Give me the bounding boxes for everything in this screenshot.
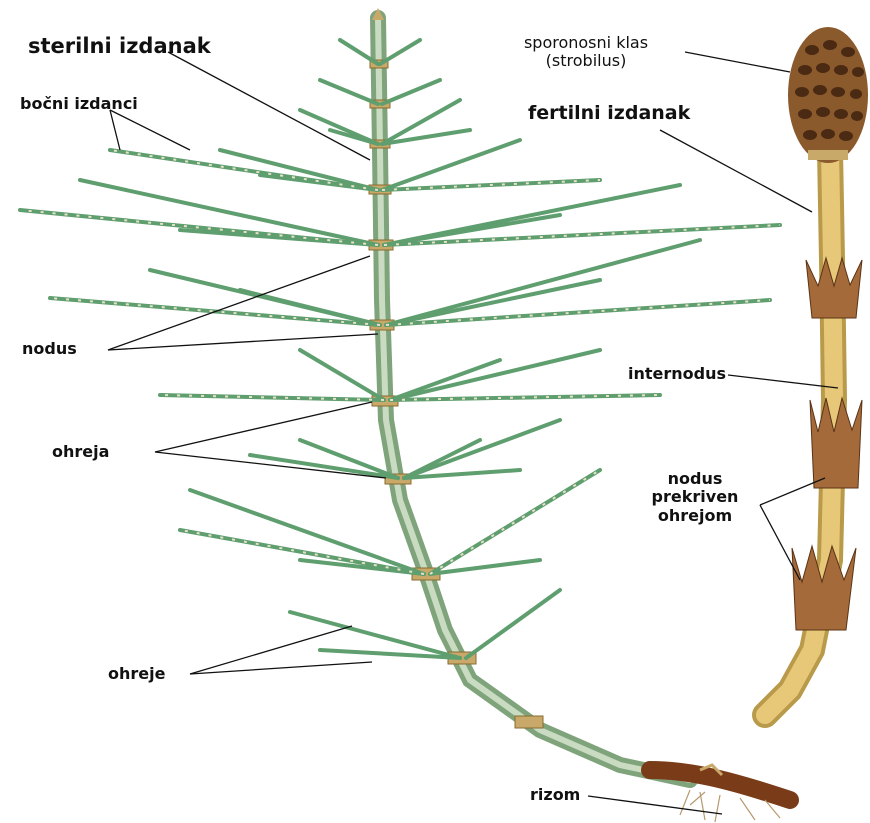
label-ohreja: ohreja: [52, 443, 109, 461]
label-ohreje: ohreje: [108, 665, 165, 683]
label-sterilni-izdanak: sterilni izdanak: [28, 34, 211, 58]
label-sporonosni-klas-line1: sporonosni klas: [486, 34, 686, 52]
label-nodus-prekriven-line1: nodus: [625, 470, 765, 488]
strobilus: [788, 27, 868, 163]
label-strobilus: (strobilus): [486, 52, 686, 70]
fertile-sheaths: [792, 258, 862, 630]
label-nodus-prekriven-line2: prekriven: [625, 488, 765, 506]
label-rizom: rizom: [530, 786, 580, 804]
fertile-shoot: [765, 27, 868, 715]
label-fertilni-izdanak: fertilni izdanak: [528, 103, 690, 125]
label-bocni-izdanci: bočni izdanci: [20, 95, 138, 113]
sterile-nodes: [369, 60, 543, 728]
label-internodus: internodus: [628, 365, 726, 383]
label-nodus: nodus: [22, 340, 77, 358]
label-nodus-prekriven-ohrejom: nodus prekriven ohrejom: [625, 470, 765, 525]
label-sporonosni-klas: sporonosni klas (strobilus): [486, 34, 686, 71]
label-nodus-prekriven-line3: ohrejom: [625, 507, 765, 525]
